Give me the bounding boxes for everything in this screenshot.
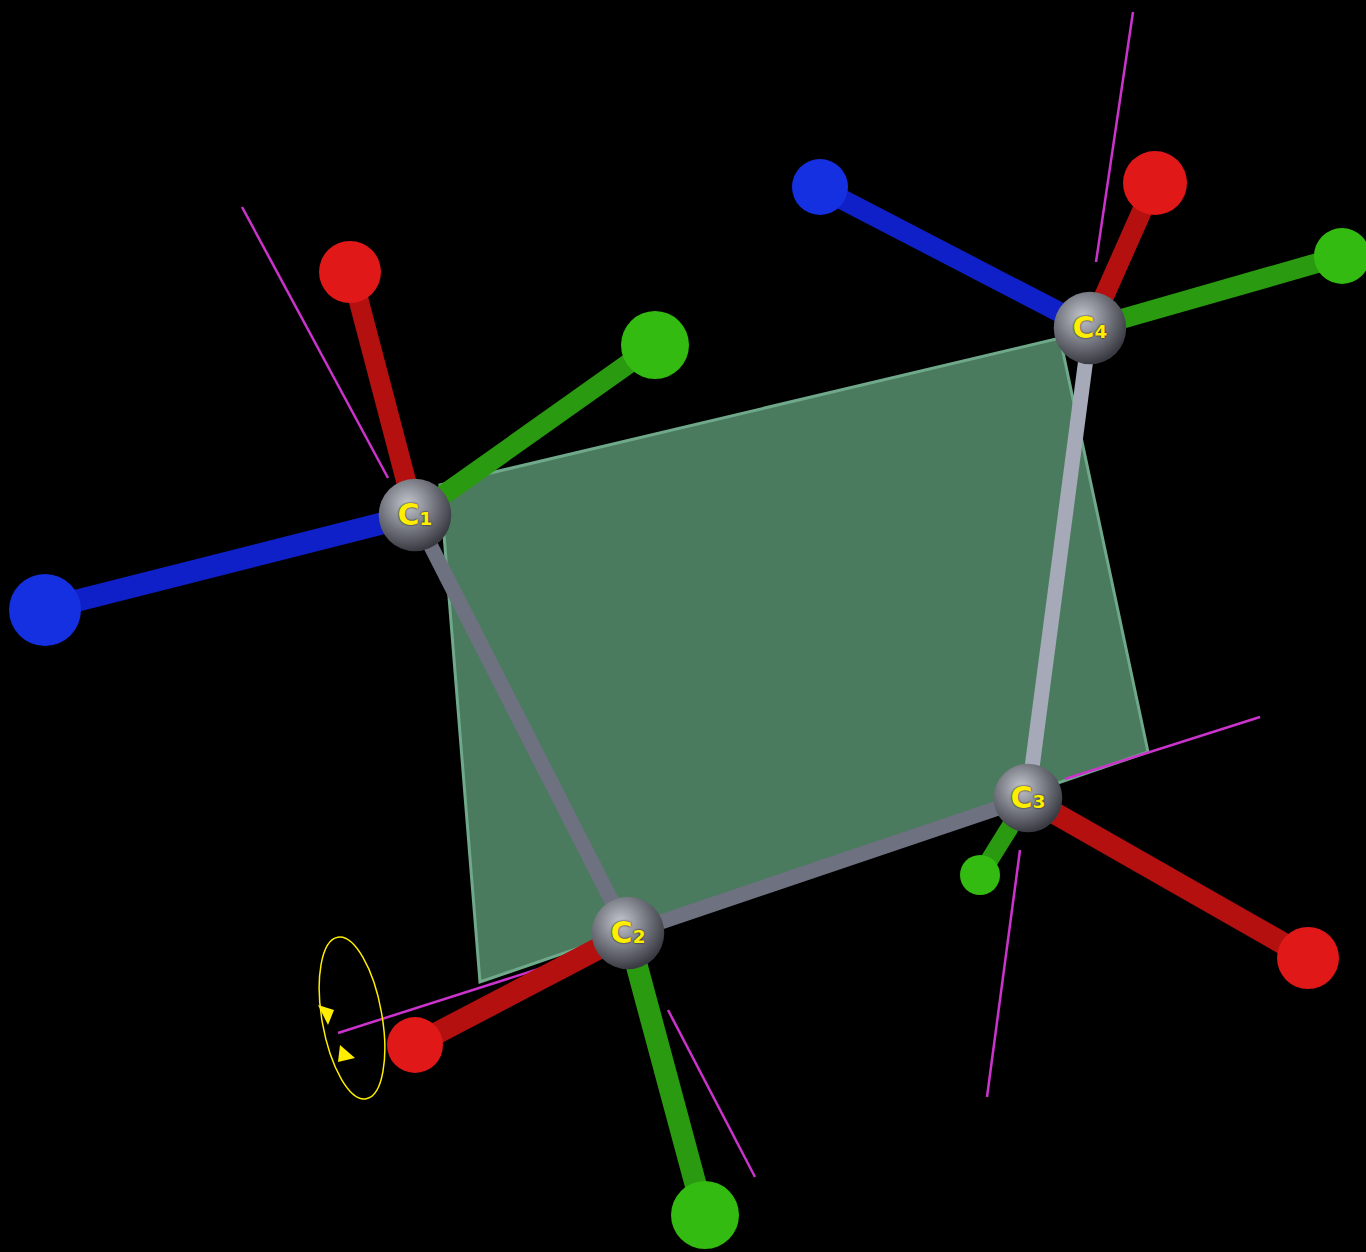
green-bond xyxy=(415,347,652,515)
red-bond xyxy=(1028,798,1305,956)
green-bond xyxy=(1090,256,1342,328)
sphere xyxy=(592,897,665,970)
substituent-bonds xyxy=(9,151,1366,1249)
carbon-bond xyxy=(428,541,614,906)
blue-bond xyxy=(822,189,1090,328)
red-ball xyxy=(387,1017,443,1073)
sphere xyxy=(1054,292,1127,365)
blue-ball xyxy=(792,159,848,215)
carbon-bond xyxy=(1032,357,1086,770)
green-bond xyxy=(628,933,703,1212)
red-ball xyxy=(1123,151,1187,215)
carbon-atom: C₄ xyxy=(1053,291,1127,365)
arrowhead xyxy=(338,1045,355,1062)
axis-lines xyxy=(242,12,1260,1177)
atom-label: C₃ xyxy=(1010,783,1045,813)
axis-line xyxy=(1065,717,1260,779)
rotation-ellipse xyxy=(308,932,396,1104)
rotation-symbol xyxy=(308,932,396,1104)
carbon-atom: C₁ xyxy=(378,478,452,552)
red-ball xyxy=(1277,927,1339,989)
green-ball xyxy=(671,1181,739,1249)
carbon-atom: C₂ xyxy=(591,896,665,970)
red-ball xyxy=(319,241,381,303)
green-ball xyxy=(1314,228,1366,284)
atom-label: C₂ xyxy=(610,918,645,948)
sphere xyxy=(379,479,452,552)
plane xyxy=(440,338,1148,982)
red-bond xyxy=(352,275,415,515)
green-ball xyxy=(960,855,1000,895)
carbon-bond xyxy=(656,807,1001,924)
green-ball xyxy=(621,311,689,379)
carbon-atom: C₃ xyxy=(993,763,1063,833)
axis-line xyxy=(987,850,1020,1097)
sphere xyxy=(994,764,1063,833)
arrowhead xyxy=(318,1005,334,1025)
blue-bond xyxy=(48,515,415,608)
atom-label: C₄ xyxy=(1072,313,1107,343)
blue-ball xyxy=(9,574,81,646)
atom-label: C₁ xyxy=(397,500,432,530)
